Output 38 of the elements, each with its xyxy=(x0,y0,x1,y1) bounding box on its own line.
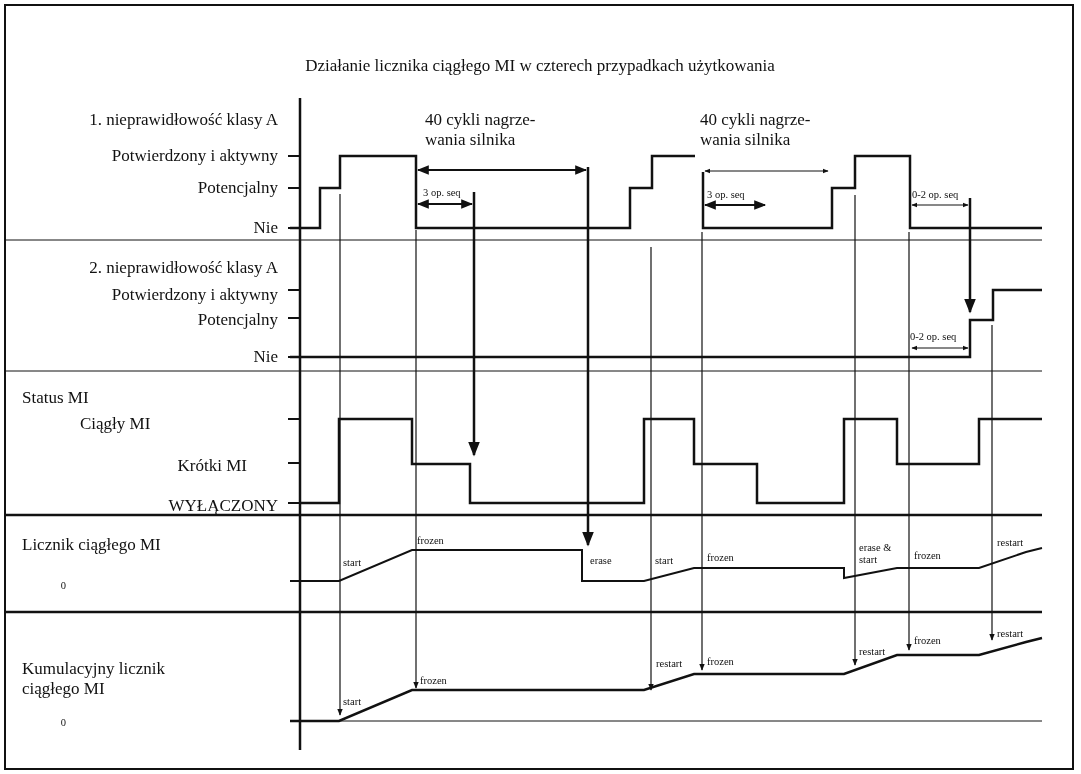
state-label: Potencjalny xyxy=(197,310,278,330)
annotation: frozen xyxy=(420,674,447,688)
annotation: 3 op. seq xyxy=(423,186,461,200)
annotation: restart xyxy=(656,657,683,671)
state-label: Nie xyxy=(253,218,278,238)
row-label: Status MI xyxy=(22,388,89,408)
annotation: 0-2 op. seq xyxy=(910,330,957,344)
state-label: Nie xyxy=(253,347,278,367)
annotation: 40 cykli nagrze- wania silnika xyxy=(700,110,812,150)
annotation: restart xyxy=(997,627,1024,641)
state-label: Krótki MI xyxy=(177,456,247,476)
annotation: start xyxy=(655,554,674,568)
title: Działanie licznika ciągłego MI w czterech przypadkach użytkowania xyxy=(304,56,776,76)
state-label: WYŁĄCZONY xyxy=(168,496,278,516)
state-label: Ciągły MI xyxy=(80,414,151,434)
axis-tick-label: 0 xyxy=(60,579,66,593)
state-label: Potwierdzony i aktywny xyxy=(111,146,278,166)
annotation: restart xyxy=(997,536,1024,550)
annotation: start xyxy=(343,556,362,570)
annotation: erase & start xyxy=(859,541,893,567)
annotation: 40 cykli nagrze- wania silnika xyxy=(425,110,537,150)
state-label: Potencjalny xyxy=(197,178,278,198)
row-label: Licznik ciągłego MI xyxy=(22,535,161,555)
annotation: frozen xyxy=(707,655,734,669)
state-label: Potwierdzony i aktywny xyxy=(111,285,278,305)
annotation: frozen xyxy=(914,634,941,648)
annotation: frozen xyxy=(914,549,941,563)
annotation: start xyxy=(343,695,362,709)
annotation: frozen xyxy=(417,534,444,548)
annotation: erase xyxy=(590,554,612,568)
annotation: 0-2 op. seq xyxy=(912,188,959,202)
axis-tick-label: 0 xyxy=(60,716,66,730)
row-label: 1. nieprawidłowość klasy A xyxy=(89,110,278,130)
row-label: Kumulacyjny licznik ciągłego MI xyxy=(22,659,167,699)
annotation: restart xyxy=(859,645,886,659)
annotation: frozen xyxy=(707,551,734,565)
annotation: 3 op. seq xyxy=(707,188,745,202)
row-label: 2. nieprawidłowość klasy A xyxy=(89,258,278,278)
